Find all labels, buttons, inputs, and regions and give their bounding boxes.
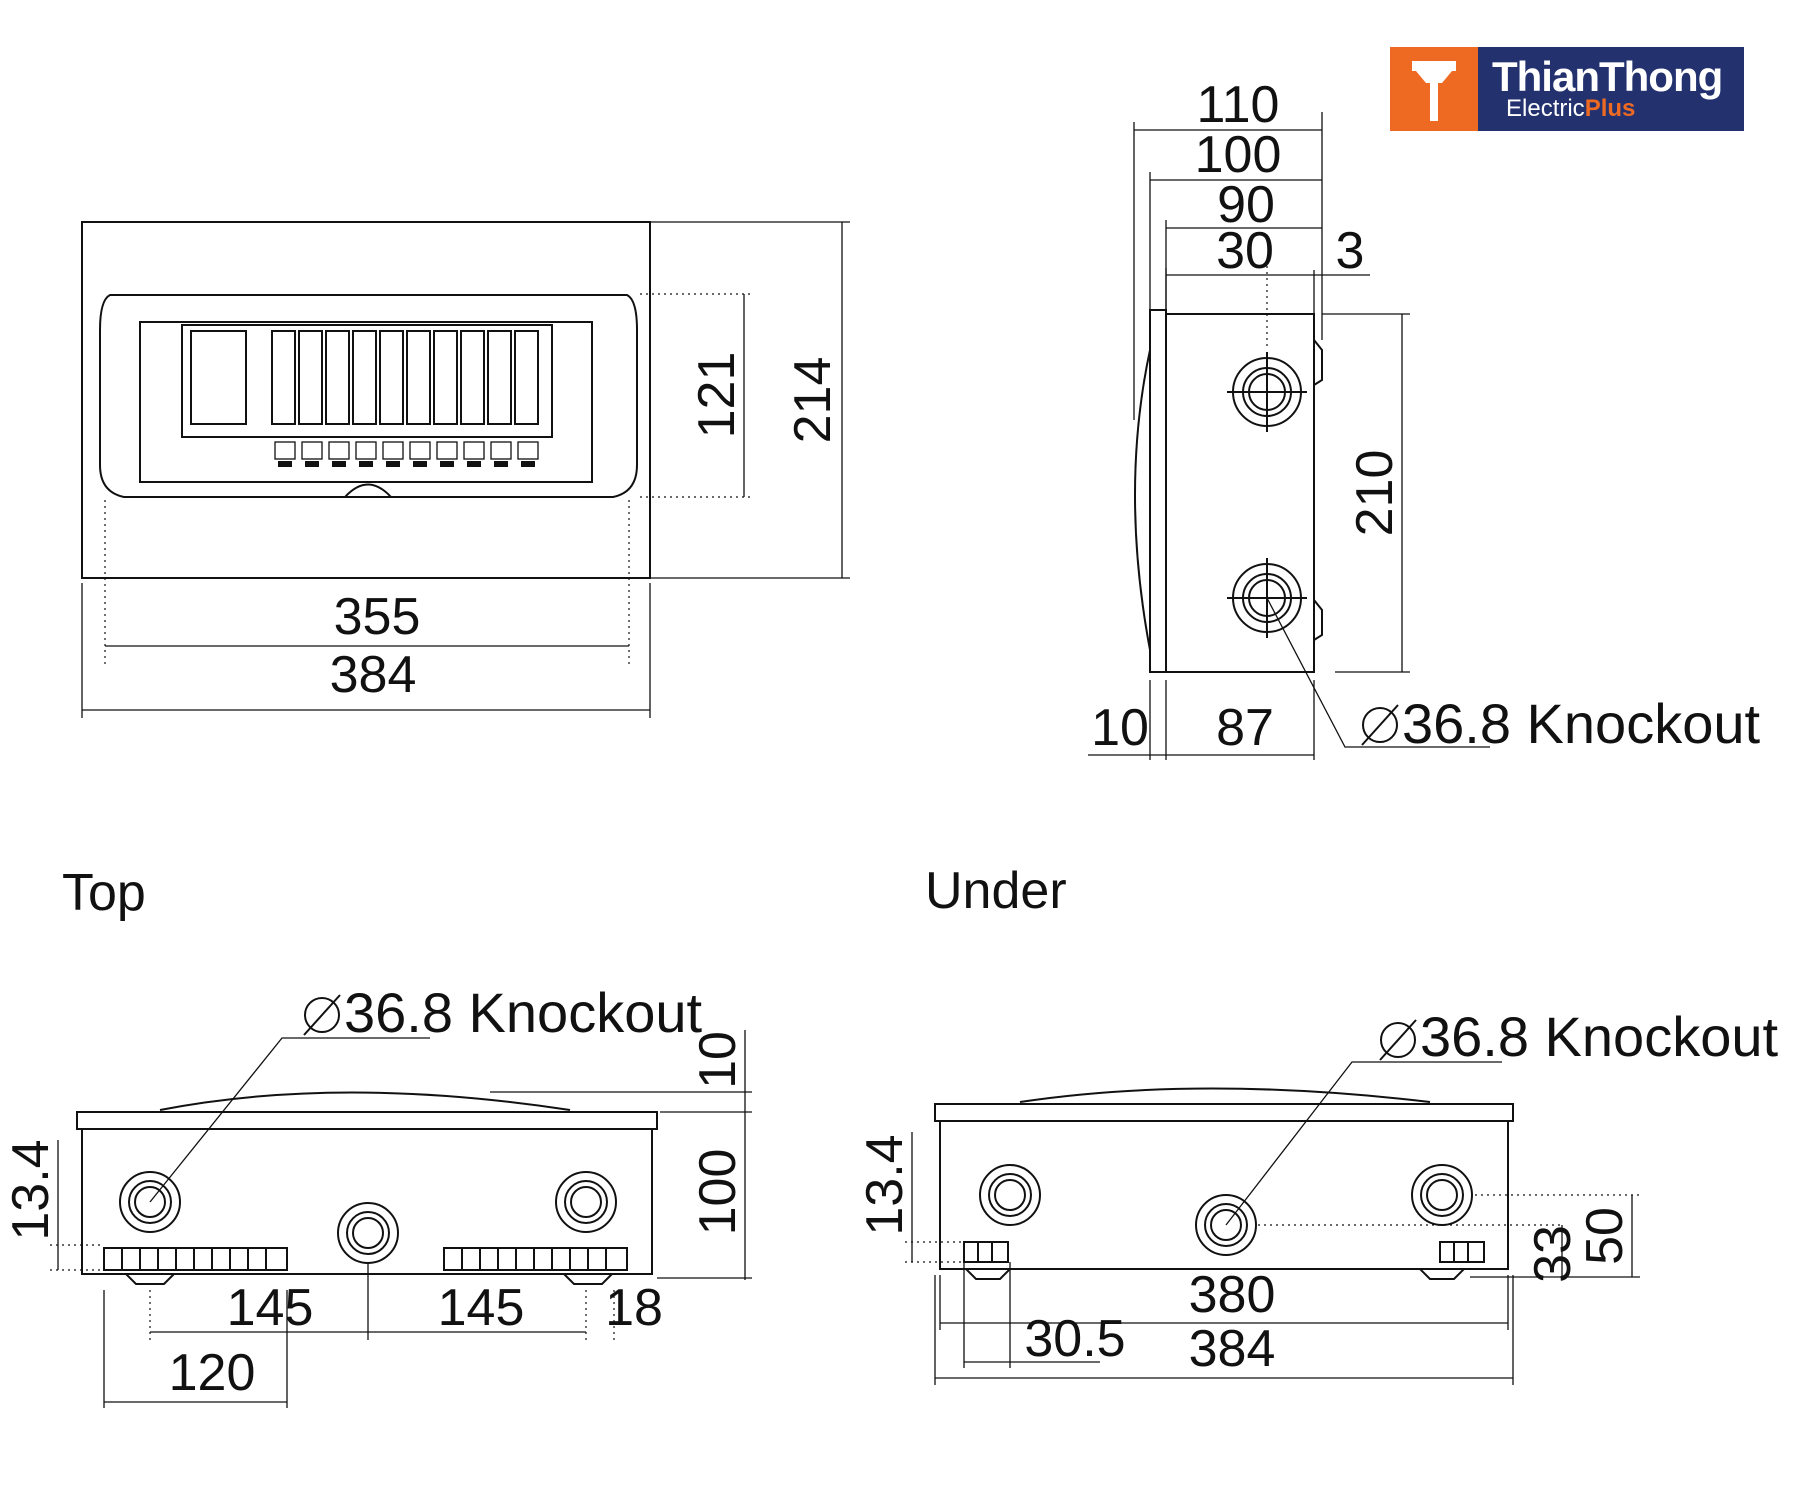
terminal-row [274,441,539,467]
under-dim-50-label: 50 [1576,1207,1634,1265]
top-knockout-center [337,1202,399,1264]
top-dim-10-label: 10 [689,1031,747,1089]
front-height-outer-label: 214 [784,357,842,444]
top-knockout-right [555,1171,617,1233]
top-dim-145-right-label: 145 [438,1279,525,1337]
brand-name: ThianThong [1492,53,1723,100]
under-foot-left [963,1241,1009,1263]
top-knockout-left [119,1171,181,1233]
side-depth-110-label: 110 [1197,76,1280,134]
under-cover-plate [934,1103,1514,1122]
under-knockout-left [979,1164,1041,1226]
front-enclosure-outline [81,221,651,579]
under-dim-33-label: 33 [1524,1225,1582,1283]
under-dim-384-label: 384 [1189,1320,1276,1378]
brand-sub-electric: Electric [1506,95,1585,122]
under-body [939,1120,1509,1270]
brand-text: ThianThong ElectricPlus [1478,47,1744,131]
breaker-window [139,321,593,483]
front-view: 121 214 355 384 [81,221,850,718]
under-knockout-right [1411,1164,1473,1226]
side-view: 110 100 90 30 3 210 10 87 36.8 Knockout [1088,76,1760,760]
breaker-modules [271,330,539,425]
top-dim-120-label: 120 [169,1344,256,1402]
side-cover-curve [1134,349,1151,651]
diameter-icon [303,994,341,1036]
brand-sub-plus: Plus [1584,95,1636,122]
top-dim-18-label: 18 [605,1279,663,1337]
main-breaker [190,330,247,425]
under-knockout-label: 36.8 Knockout [1420,1005,1778,1068]
front-width-inner-label: 355 [334,588,421,646]
front-width-outer-label: 384 [330,646,417,704]
cover-latch [344,483,392,498]
under-knockout-center [1195,1194,1257,1256]
breaker-frame [181,324,553,438]
top-cover-plate [76,1111,658,1130]
diameter-icon [1379,1019,1417,1061]
under-dim-380-label: 380 [1189,1266,1276,1324]
side-depth-100-label: 100 [1195,126,1282,184]
under-foot-right [1439,1241,1485,1263]
side-cover-edge [1149,309,1167,673]
top-vent-left [103,1247,288,1271]
under-view-title: Under [925,862,1067,920]
diameter-icon [1361,704,1399,746]
top-view: Top [2,864,752,1408]
side-knockout-top [1227,352,1307,432]
under-dim-30-5-label: 30.5 [1024,1310,1125,1368]
under-cover-curve [1019,1087,1431,1103]
side-knockout-label: 36.8 Knockout [1402,692,1760,755]
side-height-210-label: 210 [1346,450,1404,537]
under-view: Under 13.4 33 50 [856,862,1778,1385]
side-width-87-label: 87 [1216,699,1274,757]
brand-logo: ThianThong ElectricPlus [1390,47,1744,131]
front-height-inner-label: 121 [688,352,746,439]
side-depth-90-label: 90 [1217,176,1275,234]
top-cover-curve [159,1091,571,1111]
top-dim-100-label: 100 [689,1149,747,1236]
front-cover [99,294,638,498]
side-depth-30-label: 30 [1216,222,1274,280]
side-body [1165,313,1315,673]
top-body [81,1128,653,1275]
under-dim-13-4-label: 13.4 [856,1134,914,1235]
lamp-icon [1390,47,1478,131]
top-view-title: Top [62,864,146,922]
top-dim-145-left-label: 145 [227,1279,314,1337]
side-width-10-label: 10 [1091,699,1149,757]
top-knockout-label: 36.8 Knockout [344,981,702,1044]
top-vent-right [443,1247,628,1271]
side-offset-3-label: 3 [1336,222,1365,280]
top-dim-13-4-label: 13.4 [2,1139,60,1240]
brand-subtitle: ElectricPlus [1506,97,1744,121]
